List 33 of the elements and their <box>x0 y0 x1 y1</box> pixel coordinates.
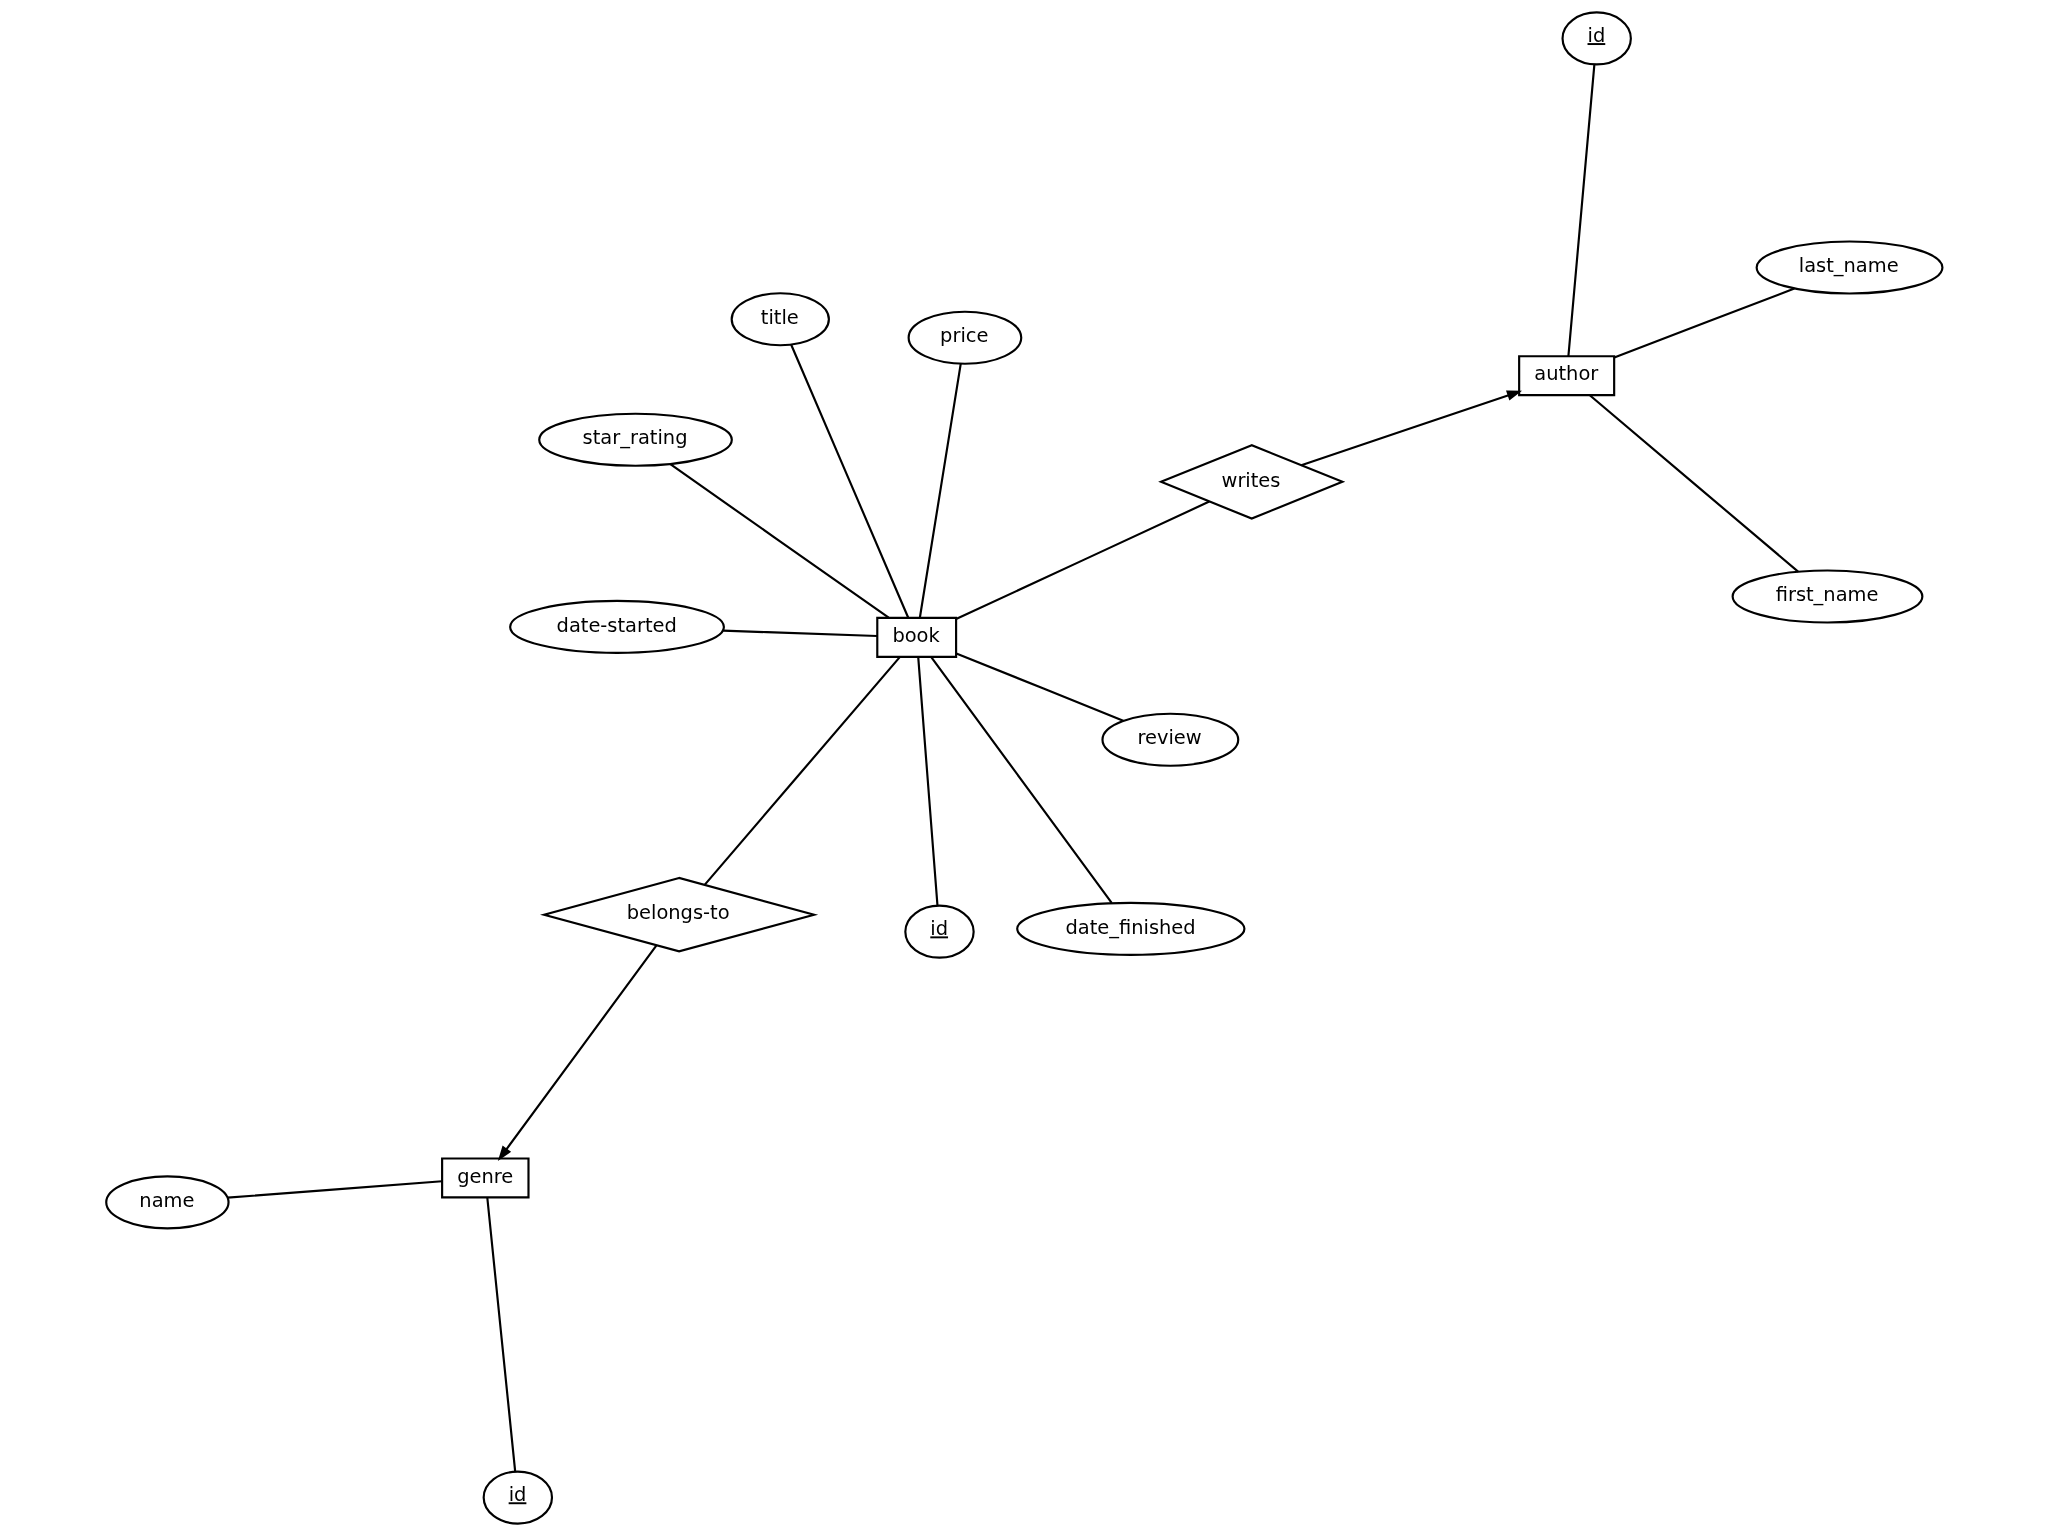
node-ellipse: id <box>1560 11 1632 66</box>
arrow <box>1300 390 1522 467</box>
node-ellipse: date_finished <box>1015 901 1245 956</box>
connector <box>789 344 909 618</box>
connector <box>955 500 1210 621</box>
node-ellipse: review <box>1100 712 1239 767</box>
connector <box>916 657 939 906</box>
connector <box>1566 64 1595 357</box>
node-ellipse: first_name <box>1731 569 1923 624</box>
node-box: book <box>875 616 957 658</box>
connector <box>918 363 962 618</box>
node-ellipse: date-started <box>508 599 725 654</box>
connector <box>227 1180 442 1199</box>
connector <box>955 652 1124 722</box>
node-box: genre <box>440 1157 530 1199</box>
node-ellipse: star_rating <box>537 412 733 467</box>
connector <box>722 629 877 638</box>
node-ellipse: price <box>907 310 1022 365</box>
connector <box>485 1197 516 1472</box>
node-diamond: writes <box>1157 444 1345 520</box>
node-ellipse: title <box>730 292 830 347</box>
node-box: author <box>1517 355 1615 397</box>
node-ellipse: id <box>482 1470 553 1525</box>
node-ellipse: last_name <box>1755 240 1943 295</box>
connector <box>669 463 889 619</box>
connector <box>1588 394 1799 573</box>
node-ellipse: name <box>104 1175 230 1230</box>
node-ellipse: id <box>903 904 975 959</box>
connector <box>929 656 1113 904</box>
node-diamond: belongs-to <box>539 876 818 953</box>
connector <box>1613 287 1795 359</box>
arrow <box>497 944 657 1161</box>
connector <box>703 656 901 886</box>
